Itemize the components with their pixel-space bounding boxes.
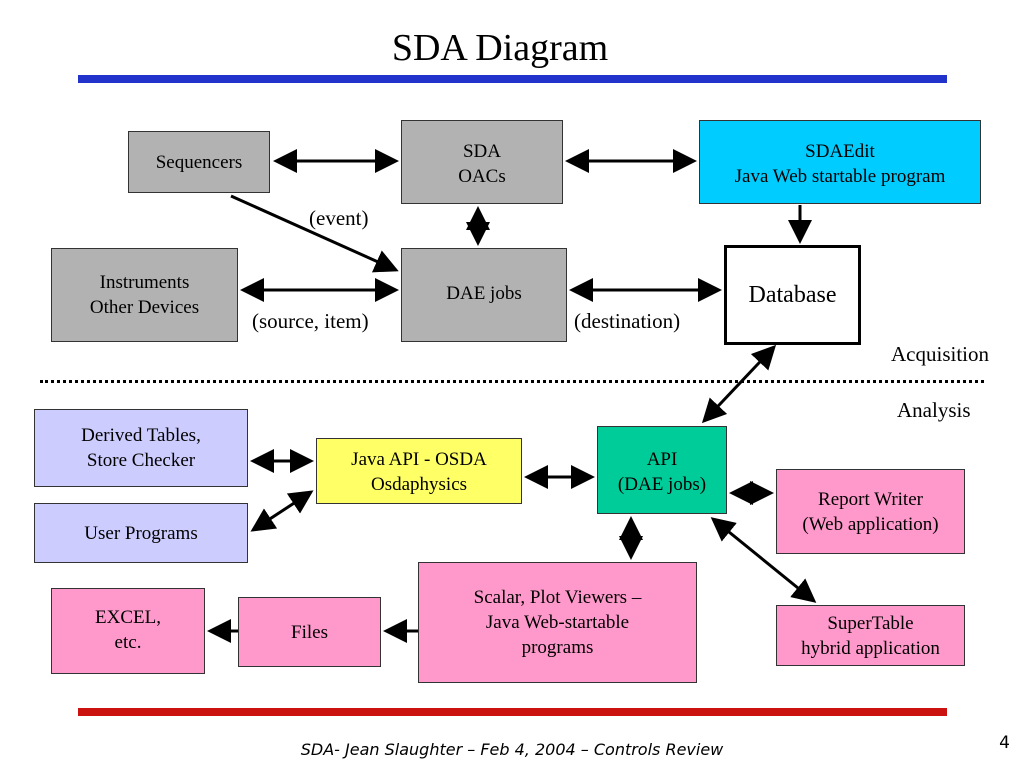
report-writer-line-2: (Web application) (802, 513, 939, 535)
supertable-line-2: hybrid application (801, 637, 940, 659)
acquisition-label: Acquisition (891, 342, 989, 366)
footer-text: SDA- Jean Slaughter – Feb 4, 2004 – Cont… (300, 740, 724, 759)
excel-line-2: etc. (114, 632, 142, 653)
java-api-line-2: Osdaphysics (370, 474, 468, 495)
scalar-viewers-box: Scalar, Plot Viewers – Java Web-startabl… (418, 562, 697, 683)
java-api-box: Java API - OSDA Osdaphysics (316, 438, 522, 504)
section-divider (40, 380, 984, 383)
excel-line-1: EXCEL, (95, 607, 161, 628)
user-programs-label: User Programs (84, 522, 198, 544)
sdaedit-box: SDAEdit Java Web startable program (699, 120, 981, 204)
arrow-api-supertable (710, 517, 817, 603)
sequencers-label: Sequencers (155, 151, 243, 173)
report-writer-line-1: Report Writer (818, 488, 923, 510)
derived-tables-box: Derived Tables, Store Checker (34, 409, 248, 487)
sdaedit-line-2: Java Web startable program (734, 166, 946, 187)
arrow-sequencers-dae (230, 194, 399, 273)
user-programs-box: User Programs (34, 503, 248, 563)
database-label: Database (748, 281, 837, 308)
files-box: Files (238, 597, 381, 667)
arrow-userprog-javaapi (250, 490, 314, 532)
scalar-viewers-line-3: programs (521, 637, 594, 658)
scalar-viewers-line-1: Scalar, Plot Viewers – (473, 587, 642, 608)
arrow-database-api (701, 344, 777, 424)
top-divider (78, 75, 947, 83)
scalar-viewers-line-2: Java Web-startable (485, 612, 630, 633)
instruments-line-1: Instruments (99, 272, 190, 293)
instruments-box: Instruments Other Devices (51, 248, 238, 342)
supertable-box: SuperTable hybrid application (776, 605, 965, 666)
sda-oacs-line-1: SDA (462, 141, 501, 162)
api-line-2: (DAE jobs) (617, 474, 707, 495)
sdaedit-line-1: SDAEdit (805, 141, 875, 162)
files-label: Files (291, 621, 328, 643)
dae-jobs-box: DAE jobs (401, 248, 567, 342)
bottom-divider (78, 708, 947, 716)
analysis-label: Analysis (897, 398, 971, 422)
event-label: (event) (309, 206, 369, 230)
page-number: 4 (999, 733, 1010, 753)
source-item-label: (source, item) (252, 309, 369, 333)
sda-oacs-box: SDA OACs (401, 120, 563, 204)
database-box: Database (724, 245, 861, 345)
api-box: API (DAE jobs) (597, 426, 727, 514)
destination-label: (destination) (574, 309, 681, 333)
derived-tables-line-1: Derived Tables, (81, 425, 201, 446)
api-line-1: API (646, 449, 678, 470)
instruments-line-2: Other Devices (89, 297, 200, 318)
sequencers-box: Sequencers (128, 131, 270, 193)
excel-box: EXCEL, etc. (51, 588, 205, 674)
slide-title: SDA Diagram (391, 27, 609, 69)
sda-oacs-line-2: OACs (458, 166, 506, 187)
java-api-line-1: Java API - OSDA (351, 449, 487, 470)
derived-tables-line-2: Store Checker (86, 450, 196, 471)
dae-jobs-label: DAE jobs (446, 282, 522, 304)
supertable-line-1: SuperTable (827, 612, 914, 634)
